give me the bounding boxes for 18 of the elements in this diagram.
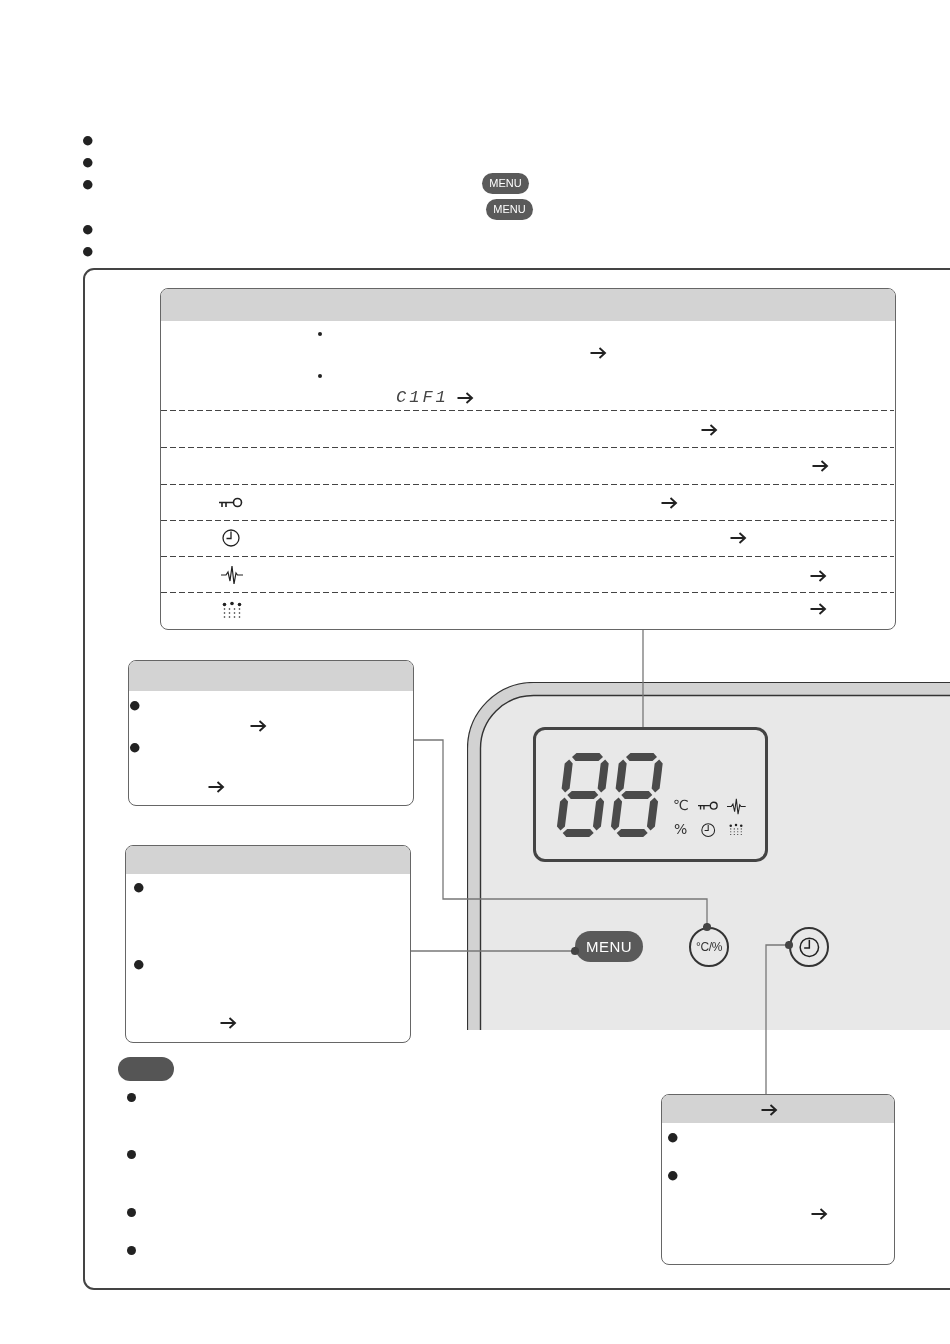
control-panel (467, 682, 950, 1030)
timer-button (789, 927, 829, 967)
info-card (125, 845, 411, 1043)
leader-line (410, 946, 580, 956)
leader-line (642, 629, 644, 728)
info-card (128, 660, 414, 806)
unit-symbol: % (674, 820, 688, 838)
menu-button: MENU (575, 931, 643, 962)
menu-key: MENU (486, 199, 533, 220)
info-card (661, 1094, 895, 1265)
menu-key: MENU (482, 173, 529, 194)
mode-button: °C/% (689, 927, 729, 967)
leader-line (765, 940, 794, 1095)
lcd-display (533, 727, 768, 862)
unit-symbol: ℃ (673, 796, 689, 814)
display-code: C1F1 (396, 387, 450, 409)
info-table (160, 288, 896, 630)
leader-line (413, 739, 712, 932)
